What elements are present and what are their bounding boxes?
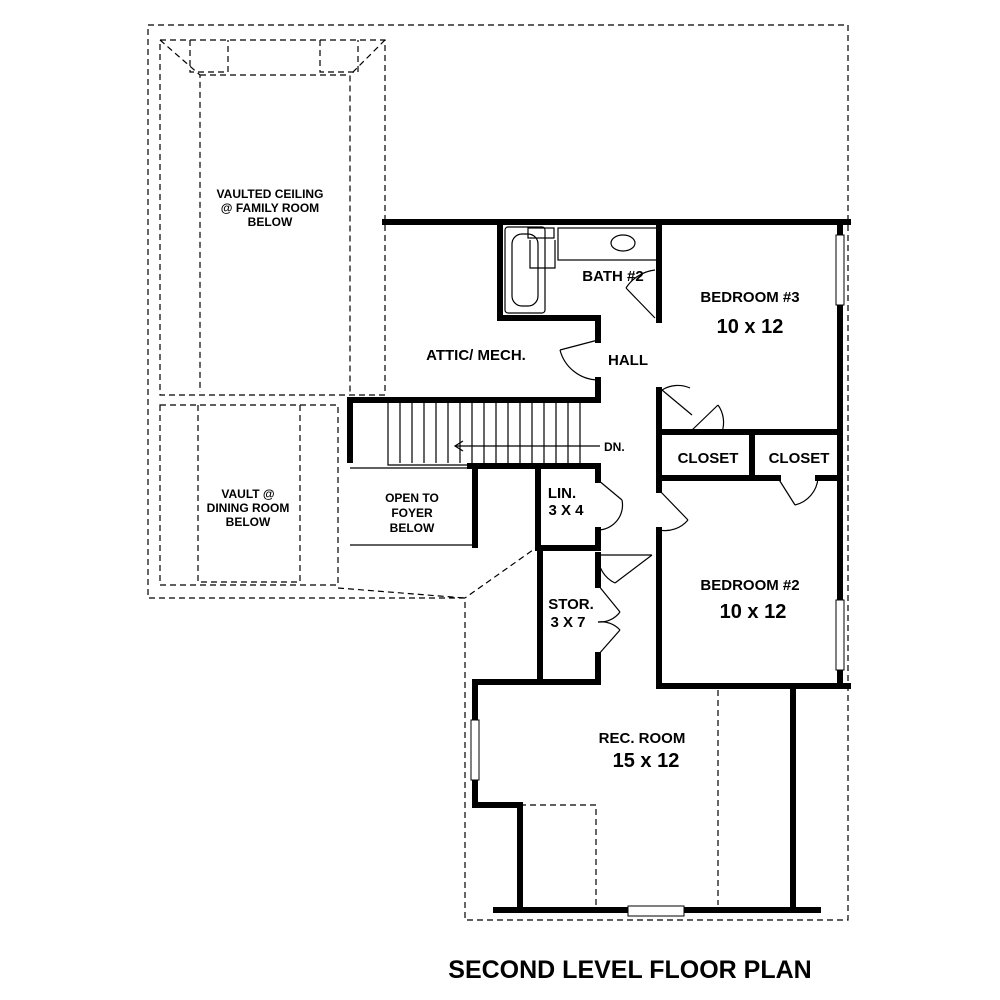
vault-dining-line2: DINING ROOM — [207, 501, 290, 515]
sink — [610, 234, 636, 252]
vanity — [557, 227, 659, 261]
room-labels: VAULTED CEILING @ FAMILY ROOM BELOW VAUL… — [207, 187, 830, 772]
open-foyer-line2: FOYER — [391, 506, 433, 520]
vaulted-family-line3: BELOW — [248, 215, 293, 229]
rec-room-name: REC. ROOM — [599, 730, 686, 747]
rec-room-size: 15 x 12 — [613, 750, 680, 772]
roof-outline — [147, 24, 849, 921]
storage-size: 3 X 7 — [550, 614, 585, 631]
storage-name: STOR. — [548, 596, 594, 613]
bedroom3-name: BEDROOM #3 — [700, 289, 799, 306]
doors — [559, 269, 819, 656]
closet-right-label: CLOSET — [769, 450, 830, 467]
attic-label: ATTIC/ MECH. — [426, 347, 526, 364]
bedroom3-size: 10 x 12 — [717, 316, 784, 338]
bathtub — [504, 226, 546, 314]
linen-size: 3 X 4 — [548, 502, 584, 519]
down-label: DN. — [604, 440, 625, 454]
staircase — [350, 403, 600, 546]
vaulted-family-line2: @ FAMILY ROOM — [221, 201, 319, 215]
vaulted-family-line1: VAULTED CEILING — [217, 187, 324, 201]
vault-dining-line1: VAULT @ — [221, 487, 274, 501]
closet-left-label: CLOSET — [678, 450, 739, 467]
open-foyer-line3: BELOW — [390, 521, 435, 535]
bath2-label: BATH #2 — [582, 268, 643, 285]
windows — [470, 234, 845, 917]
bedroom2-size: 10 x 12 — [720, 601, 787, 623]
linen-name: LIN. — [548, 485, 576, 502]
bath-fixtures — [504, 226, 659, 314]
plan-title: SECOND LEVEL FLOOR PLAN — [448, 956, 811, 984]
bedroom2-name: BEDROOM #2 — [700, 577, 799, 594]
toilet-tank — [527, 227, 555, 239]
open-foyer-line1: OPEN TO — [385, 491, 439, 505]
vault-dining-line3: BELOW — [226, 515, 271, 529]
hall-label: HALL — [608, 352, 648, 369]
